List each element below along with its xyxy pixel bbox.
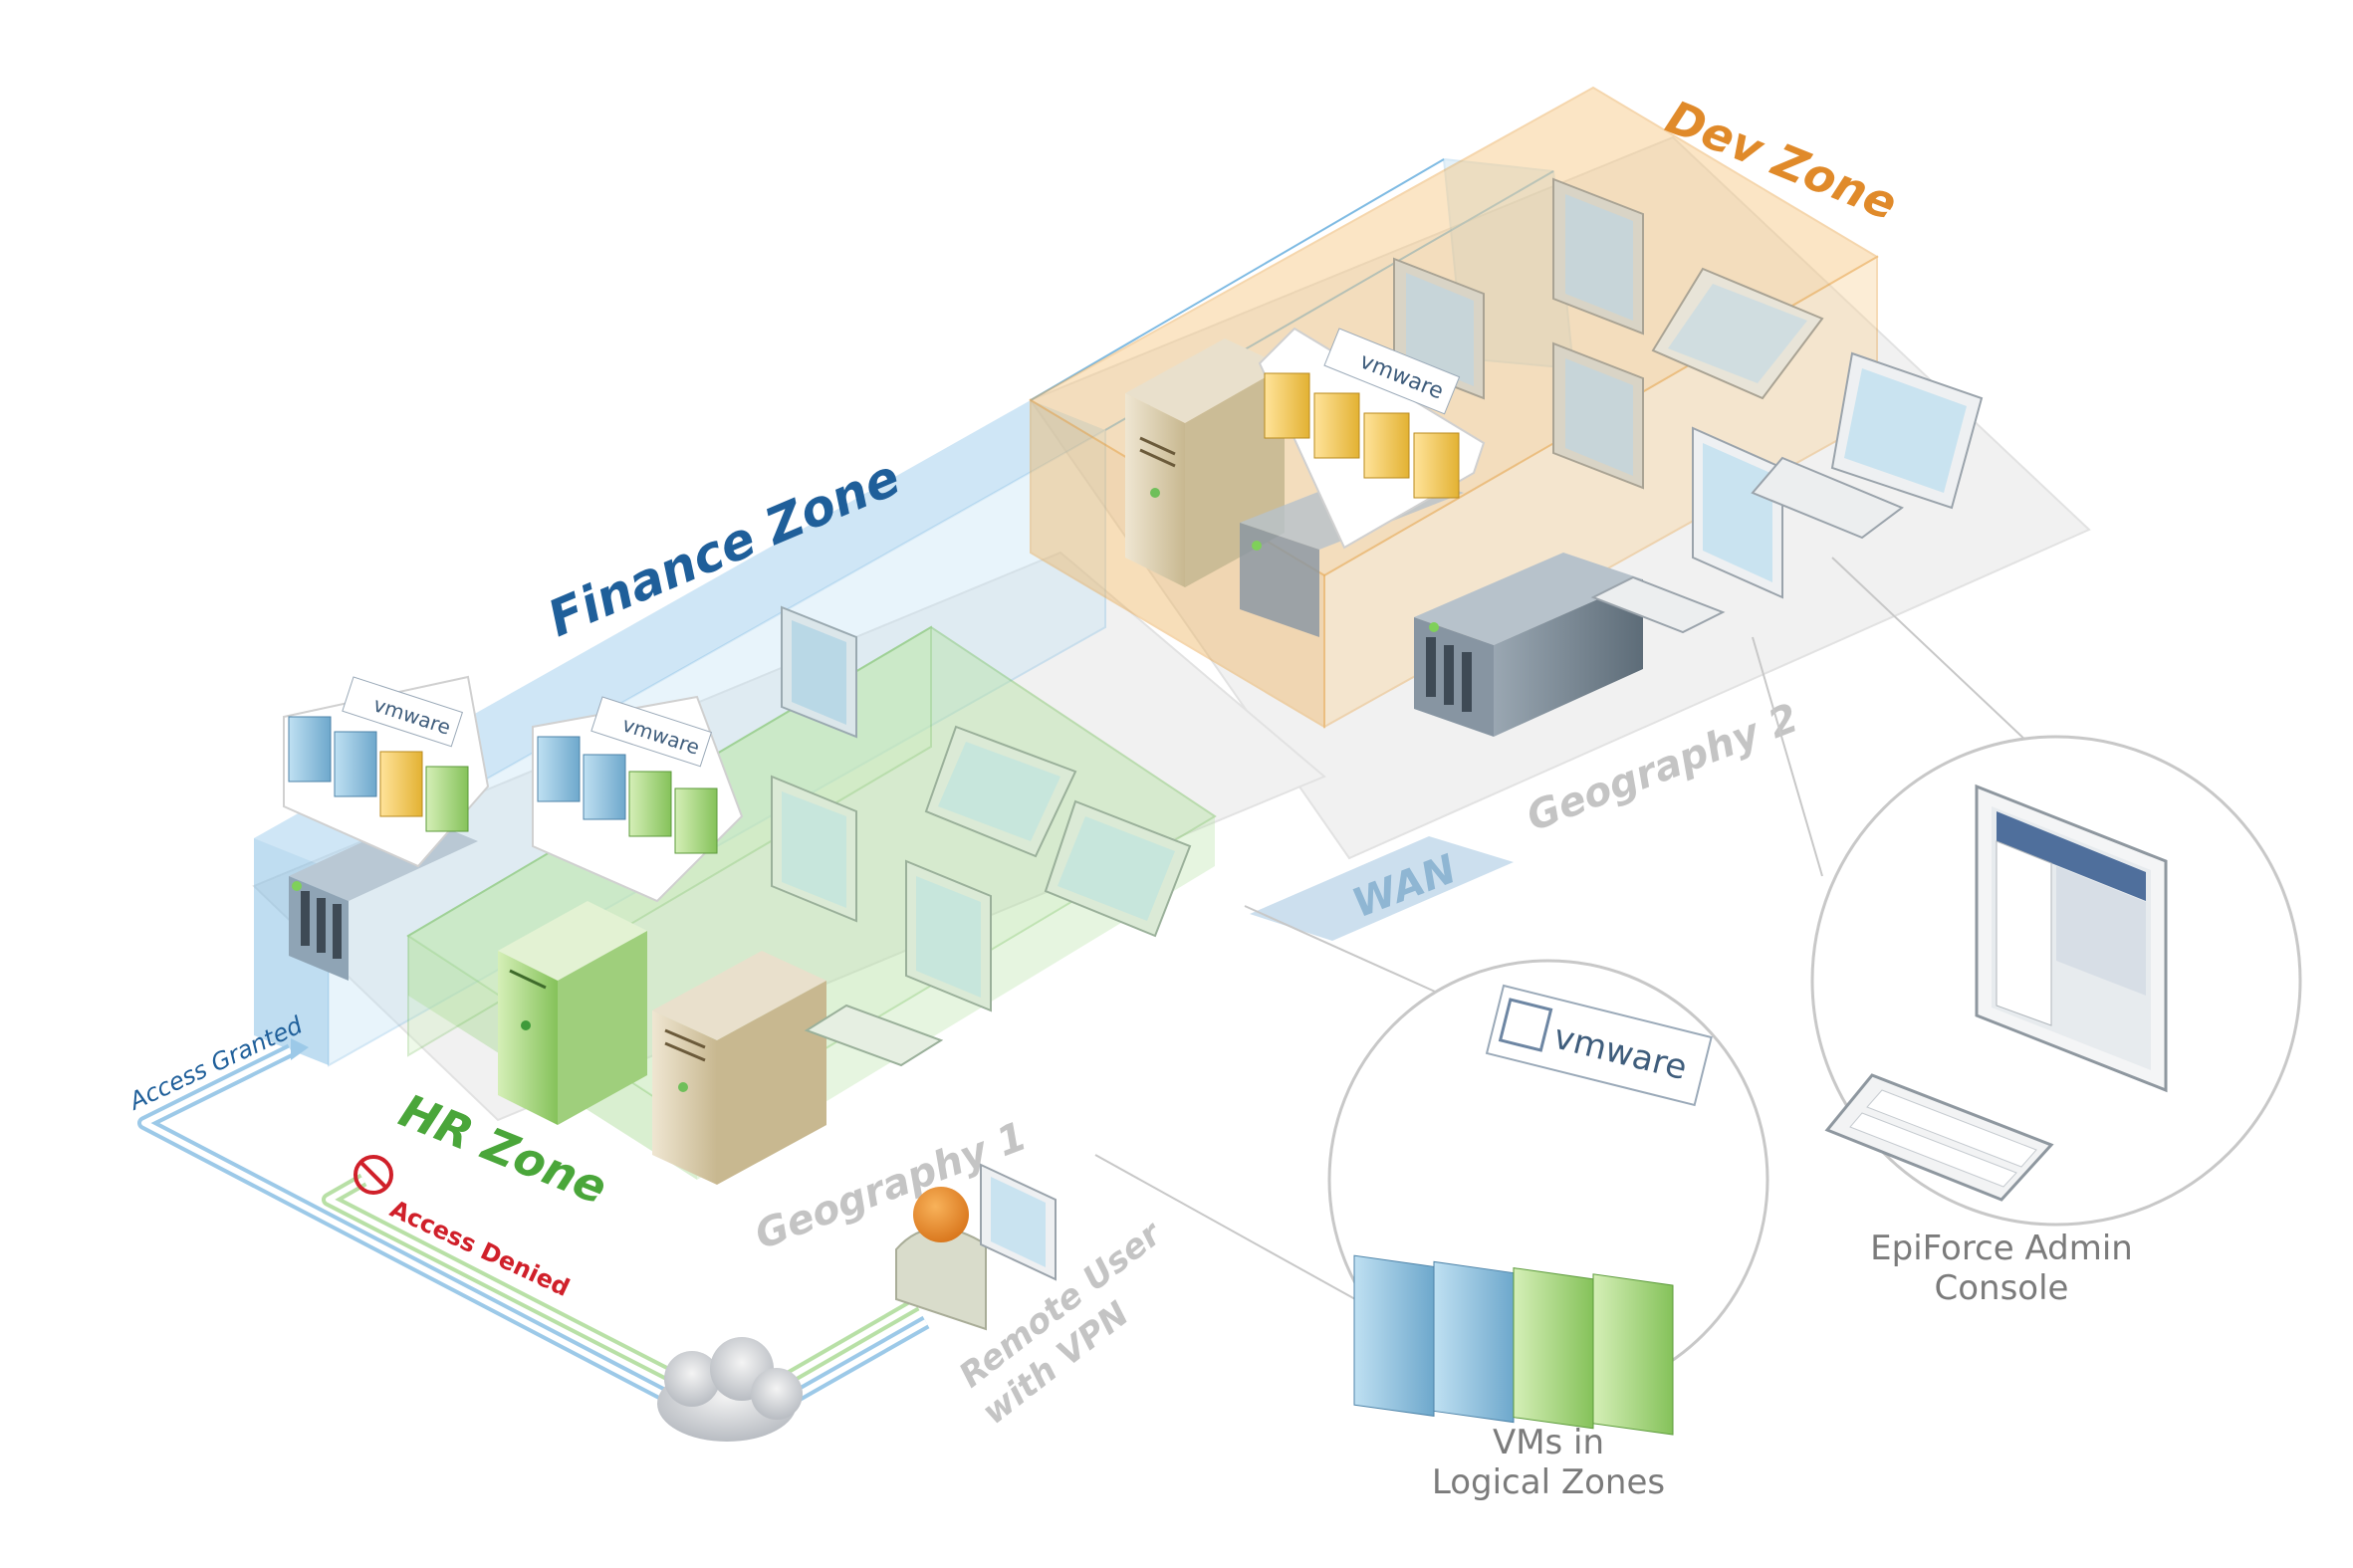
laptop-hr-2 — [1044, 799, 1192, 938]
vpn-path — [783, 1297, 930, 1403]
vms-callout-circle: vmware — [1327, 959, 1769, 1436]
monitor-finance — [781, 605, 857, 739]
monitor-hr-2 — [905, 859, 992, 1012]
monitor-dev-1 — [1552, 177, 1644, 336]
tan-tower-server-geo1 — [652, 951, 826, 1185]
vms-caption-line1: VMs in — [1493, 1423, 1604, 1462]
laptop-hr-1 — [924, 725, 1077, 858]
access-denied-path — [322, 1173, 691, 1391]
no-entry-icon — [353, 1155, 393, 1195]
remote-user-avatar — [895, 1187, 987, 1331]
remote-user-monitor — [980, 1163, 1057, 1281]
console-caption-line2: Console — [1935, 1268, 2069, 1308]
monitor-dev-3 — [1552, 341, 1644, 490]
access-granted-path — [137, 1038, 666, 1401]
keyboard-keys — [1849, 1089, 2037, 1188]
vm-cluster-hr: vmware — [532, 695, 744, 903]
rack-server-geo2 — [1414, 553, 1643, 737]
hr-tower-server — [498, 901, 647, 1125]
laptop-geo2 — [1751, 351, 1984, 540]
console-caption-line1: EpiForce Admin — [1870, 1229, 2133, 1268]
laptop-dev — [1651, 267, 1824, 400]
monitor-geo2 — [1590, 426, 1783, 634]
console-callout-circle — [1810, 735, 2302, 1227]
keyboard-hr — [804, 1004, 944, 1067]
vm-cluster-dev: vmware — [1258, 327, 1486, 550]
vms-caption-line2: Logical Zones — [1432, 1462, 1665, 1502]
monitor-hr-1 — [771, 775, 857, 923]
wan-link — [1250, 836, 1514, 941]
vm-cluster-finance: vmware — [283, 675, 490, 868]
cloud-icon — [657, 1337, 803, 1442]
